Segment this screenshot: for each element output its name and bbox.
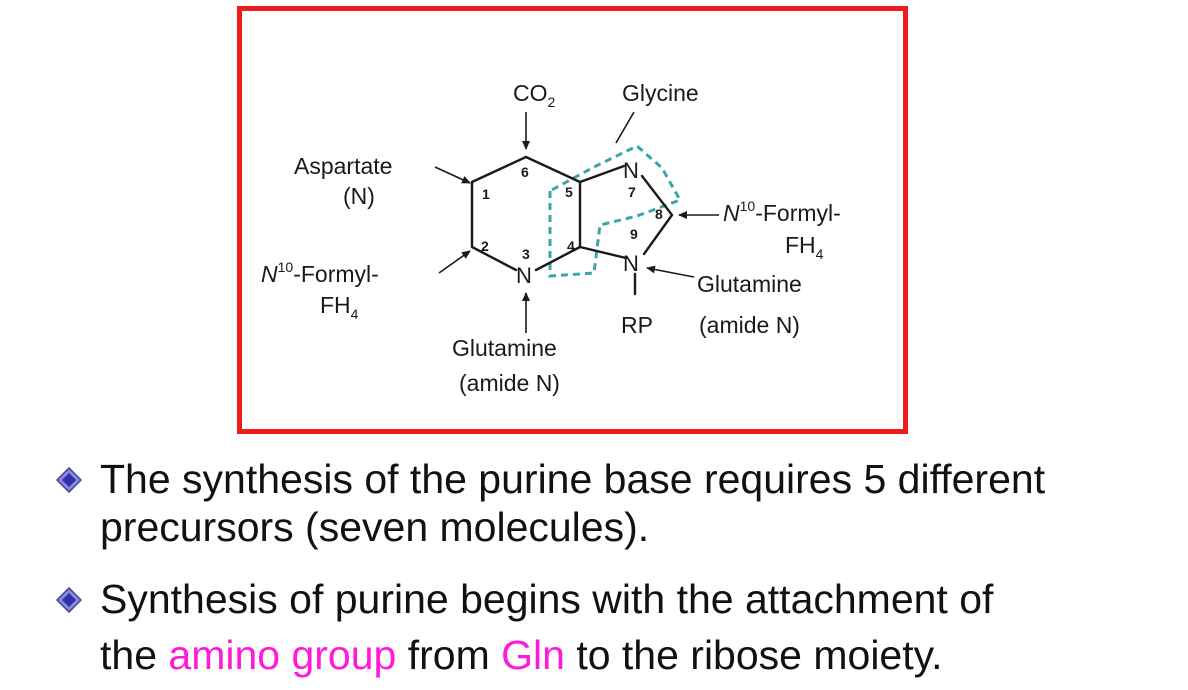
formyl-fh4-left-fh-label: FH4	[320, 292, 359, 322]
aspartate-label: Aspartate	[294, 153, 392, 179]
highlight-amino-group: amino group	[168, 632, 397, 678]
pyrimidine-ring-bonds	[470, 155, 582, 272]
atom-n3: N	[516, 263, 532, 288]
glutamine-bottom-label: Glutamine	[452, 335, 557, 361]
position-1: 1	[482, 186, 490, 202]
glutamine-bottom-amide-label: (amide N)	[459, 370, 560, 396]
formyl-fh4-right-fh-label: FH4	[785, 232, 824, 262]
diamond-bullet-icon	[56, 587, 82, 613]
aspartate-arrow	[434, 166, 471, 184]
glutamine-right-amide-label: (amide N)	[699, 312, 800, 338]
bullet-1-line-2: precursors (seven molecules).	[100, 504, 650, 550]
atom-n9: N	[623, 251, 639, 276]
bullet-2-line-2: the amino group from Gln to the ribose m…	[100, 629, 942, 681]
glycine-label: Glycine	[622, 80, 699, 106]
diagram-frame: N N N 1 2 3 4 5 6 7 8 9 CO2 Glycine Aspa…	[237, 6, 908, 434]
position-2: 2	[481, 238, 489, 254]
position-3: 3	[522, 246, 530, 262]
formyl-left-arrow	[438, 250, 471, 274]
position-4: 4	[567, 238, 575, 254]
highlight-gln: Gln	[501, 632, 565, 678]
bullet-2-text-c: to the ribose moiety.	[564, 632, 943, 678]
bullet-2-line-1: Synthesis of purine begins with the atta…	[100, 576, 994, 622]
purine-origin-diagram: N N N 1 2 3 4 5 6 7 8 9 CO2 Glycine Aspa…	[261, 80, 841, 396]
bullet-2-text-a: the	[100, 632, 169, 678]
position-9: 9	[630, 226, 638, 242]
position-6: 6	[521, 164, 529, 180]
formyl-fh4-right-label: N10-Formyl-	[723, 198, 841, 226]
position-8: 8	[655, 206, 663, 222]
atom-n7: N	[623, 158, 639, 183]
co2-label: CO2	[513, 80, 556, 110]
glutamine-right-label: Glutamine	[697, 271, 802, 297]
position-5: 5	[565, 184, 573, 200]
aspartate-n-label: (N)	[343, 183, 375, 209]
glutamine-right-arrow	[646, 265, 695, 278]
formyl-fh4-left-label: N10-Formyl-	[261, 259, 379, 287]
position-7: 7	[628, 184, 636, 200]
bullet-2-text-b: from	[396, 632, 502, 678]
rp-label: RP	[621, 312, 653, 338]
diamond-bullet-icon	[56, 467, 82, 493]
bullet-1-line-1: The synthesis of the purine base require…	[100, 456, 1046, 502]
glycine-pointer	[615, 111, 635, 144]
imidazole-ring-bonds	[578, 164, 674, 260]
